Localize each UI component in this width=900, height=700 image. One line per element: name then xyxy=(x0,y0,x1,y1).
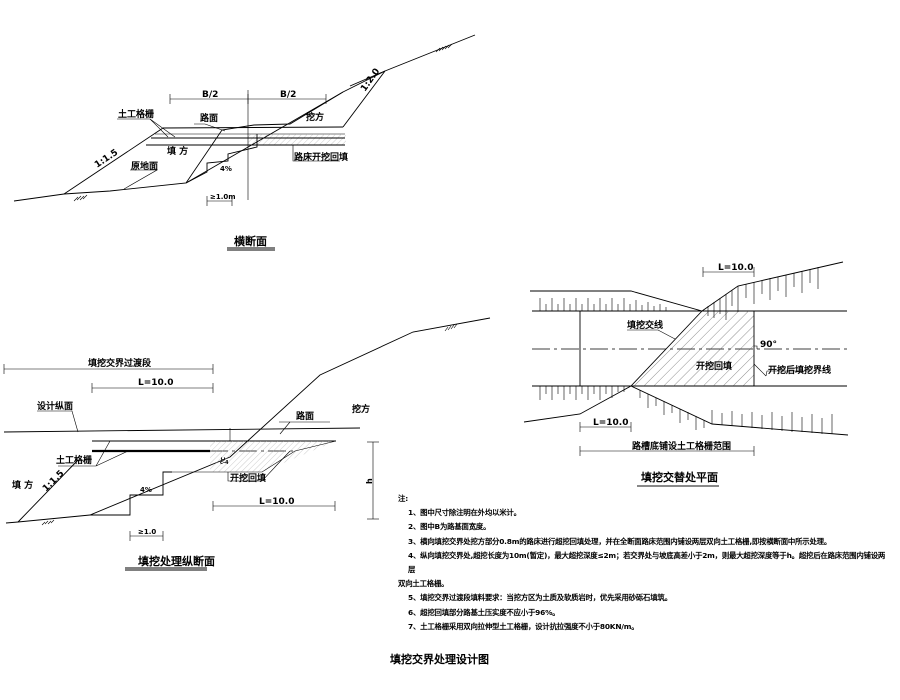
drawing-title: 填挖交界处理设计图 xyxy=(390,653,489,666)
original-ground-line xyxy=(13,34,476,202)
label-pavement: 路面 xyxy=(296,410,314,422)
ground-hatch-marks xyxy=(73,43,453,202)
design-profile-line xyxy=(3,427,361,433)
label-design-profile: 设计纵面 xyxy=(37,400,73,412)
label-fill: 填 方 xyxy=(12,479,33,491)
step-slope-label: 4% xyxy=(220,165,232,173)
slope-ratio-fill: 1:1.5 xyxy=(41,469,66,494)
label-c-note: c-4 xyxy=(220,460,229,466)
label-fill: 填 方 xyxy=(167,145,188,157)
note-item: 5、填挖交界过渡段填料要求：当挖方区为土质及软质岩时，优先采用砂砾石填筑。 xyxy=(408,593,672,603)
note-item: 2、图中B为路基面宽度。 xyxy=(408,522,491,532)
slope-hachures xyxy=(539,267,833,434)
cross-section-drawing: B/2 B/2 土工格栅 路面 挖方 填 方 路床开挖回填 原地面 1:1.5 … xyxy=(13,34,476,251)
note-item: 双向土工格栅。 xyxy=(398,579,449,589)
label-fill-cut-line: 填挖交线 xyxy=(627,319,663,331)
cut-slope xyxy=(342,70,386,128)
bench-steps xyxy=(185,134,258,184)
label-excavate-backfill: 开挖回填 xyxy=(230,472,266,484)
label-original-ground: 原地面 xyxy=(131,160,158,172)
dim-l-bottom: L=10.0 xyxy=(259,497,294,507)
label-boundary: 开挖后填挖界线 xyxy=(768,364,831,376)
label-geogrid: 土工格栅 xyxy=(56,454,92,466)
transition-section-label: 填挖交界过渡段 xyxy=(88,357,152,369)
note-item: 7、土工格栅采用双向拉伸型土工格栅，设计抗拉强度不小于80KN/m。 xyxy=(408,621,639,631)
plan-view-title: 填挖交替处平面 xyxy=(641,470,718,484)
step-width-label: ≥1.0 xyxy=(138,528,156,536)
label-geogrid-range: 路槽底铺设土工格栅范围 xyxy=(632,440,731,452)
note-item: 1、图中尺寸除注明在外均以米计。 xyxy=(408,508,521,518)
label-h: h xyxy=(365,478,374,484)
fill-slope xyxy=(63,127,164,195)
longitudinal-section-title: 填挖处理纵断面 xyxy=(138,554,215,568)
label-pavement: 路面 xyxy=(200,112,218,124)
notes-block: 注: 1、图中尺寸除注明在外均以米计。 2、图中B为路基面宽度。 3、横向填挖交… xyxy=(398,492,888,634)
label-geogrid: 土工格栅 xyxy=(118,108,154,120)
plan-view-drawing: L=10.0 填挖交线 90° 开挖回填 开挖后填挖界线 L=10.0 路槽底铺… xyxy=(523,261,849,487)
note-item: 4、纵向填挖交界处,超挖长度为10m(暂定)，最大超挖深度≤2m；若交界处与坡底… xyxy=(408,550,886,575)
step-slope-label: 4% xyxy=(140,486,152,494)
label-subgrade-backfill: 路床开挖回填 xyxy=(294,151,348,163)
notes-heading: 注: xyxy=(398,494,408,503)
bench-steps xyxy=(90,471,172,516)
excavate-backfill-hatch xyxy=(631,311,754,386)
label-c: c xyxy=(219,457,227,461)
label-angle: 90° xyxy=(760,340,777,350)
note-item: 3、横向填挖交界处挖方部分0.8m的路床进行超挖回填处理，并在全断面路床范围内铺… xyxy=(408,536,832,546)
note-item: 6、超挖回填部分路基土压实度不应小于96%。 xyxy=(408,607,560,617)
ground-hatch-marks xyxy=(41,323,458,526)
pavement-line xyxy=(162,126,344,129)
right-angle-marker xyxy=(754,345,758,349)
longitudinal-section-drawing: 填挖交界过渡段 L=10.0 设计纵面 路面 挖方 土工格栅 填 方 1:1.5… xyxy=(3,317,491,571)
dim-b-half-right: B/2 xyxy=(280,90,296,100)
label-excavate-backfill: 开挖回填 xyxy=(696,360,732,372)
backfill-hatch xyxy=(248,134,346,145)
step-width-label: ≥1.0m xyxy=(210,193,236,201)
dim-l-top: L=10.0 xyxy=(718,263,753,273)
label-cut: 挖方 xyxy=(352,403,370,415)
cross-section-title: 横断面 xyxy=(234,234,267,248)
dim-l-bottom: L=10.0 xyxy=(593,418,628,428)
dim-b-half-left: B/2 xyxy=(202,90,218,100)
label-cut: 挖方 xyxy=(306,111,324,123)
dim-l-top: L=10.0 xyxy=(138,378,173,388)
